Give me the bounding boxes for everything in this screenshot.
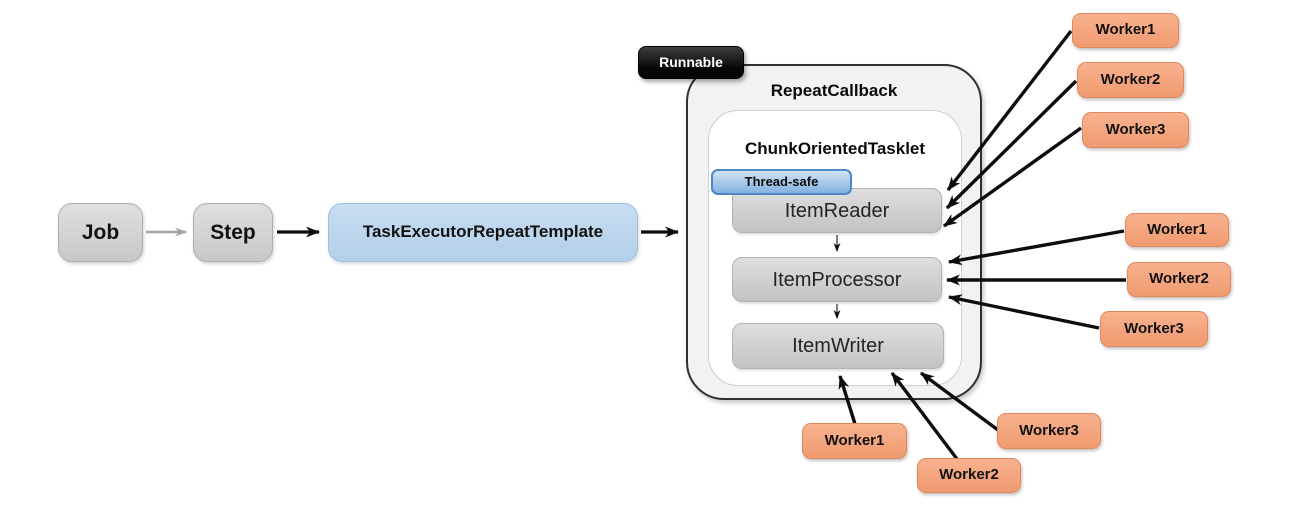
node-item-writer: ItemWriter [732,323,944,369]
worker-reader-3: Worker3 [1082,112,1189,148]
node-task-executor-repeat-template: TaskExecutorRepeatTemplate [328,203,638,262]
node-item-reader: ItemReader [732,188,942,233]
node-job: Job [58,203,143,262]
worker-writer-2: Worker2 [917,458,1021,493]
worker-processor-2: Worker2 [1127,262,1231,297]
runnable-badge: Runnable [638,46,744,79]
worker-writer-3: Worker3 [997,413,1101,449]
node-step: Step [193,203,273,262]
worker-reader-1: Worker1 [1072,13,1179,48]
worker-writer-1: Worker1 [802,423,907,459]
worker-processor-3: Worker3 [1100,311,1208,347]
repeat-callback-title: RepeatCallback [770,81,898,100]
worker-reader-2: Worker2 [1077,62,1184,98]
chunk-oriented-tasklet-title: ChunkOrientedTasklet [744,139,926,158]
node-item-processor: ItemProcessor [732,257,942,302]
thread-safe-badge: Thread-safe [711,169,852,195]
worker-processor-1: Worker1 [1125,213,1229,247]
